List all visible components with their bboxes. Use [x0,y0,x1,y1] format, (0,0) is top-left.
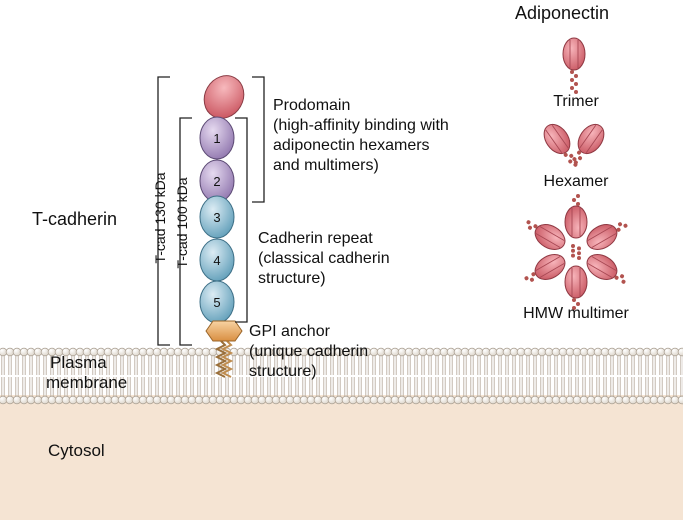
tcad-100-label: T-cad 100 kDa [174,177,190,268]
plasma-membrane-label-2: membrane [46,373,127,392]
prodomain-label-2: (high-affinity binding with [273,117,449,134]
plasma-membrane-label-1: Plasma [50,353,107,372]
gpi-anchor-shape [205,320,243,342]
domain-2-label: 2 [213,174,220,189]
domain-3-label: 3 [213,210,220,225]
gpi-tail [214,340,234,378]
gpi-anchor-label-1: GPI anchor [249,323,331,340]
domain-3-shape [199,195,235,239]
domain-4-label: 4 [213,253,220,268]
cadherin-repeat-label-3: structure) [258,270,326,287]
domain-1-shape [199,116,235,160]
hexamer-label: Hexamer [544,173,610,190]
prodomain-label-3: adiponectin hexamers [273,137,430,154]
prodomain-shape [203,75,245,119]
bracket-cadherin-repeat [235,117,248,323]
domain-5-label: 5 [213,295,220,310]
domain-1-label: 1 [213,131,220,146]
cadherin-repeat-label-1: Cadherin repeat [258,230,373,247]
bracket-prodomain [252,76,265,203]
trimer-label: Trimer [553,93,599,110]
cytosol-region [0,395,683,520]
cadherin-repeat-label-2: (classical cadherin [258,250,390,267]
adiponectin-title: Adiponectin [515,3,609,23]
prodomain-label-4: and multimers) [273,157,379,174]
adiponectin-hmw-multimer [524,194,628,310]
hmw-multimer-label: HMW multimer [523,305,629,322]
t-cadherin-label: T-cadherin [32,209,117,229]
prodomain-label-1: Prodomain [273,97,350,114]
bracket-130kda [157,76,170,346]
tcad-130-label: T-cad 130 kDa [152,172,168,263]
plasma-membrane [0,347,683,405]
gpi-anchor-label-3: structure) [249,363,317,380]
bracket-100kda [179,117,192,346]
adiponectin-hexamer [543,123,605,167]
adiponectin-trimer [562,37,586,94]
cytosol-label: Cytosol [48,441,105,460]
gpi-anchor-label-2: (unique cadherin [249,343,368,360]
